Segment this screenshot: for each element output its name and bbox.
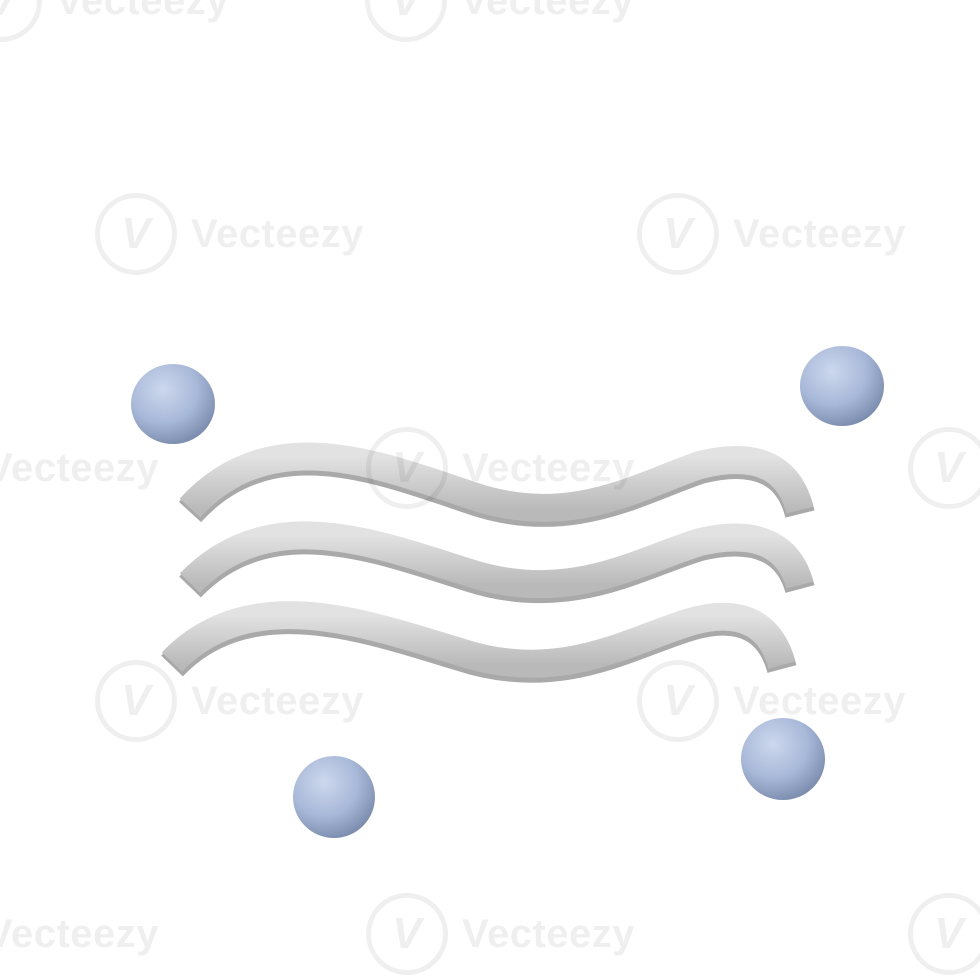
droplet-bottom-left: [293, 756, 375, 838]
wave-top: [178, 442, 815, 527]
droplet-top-right: [800, 346, 884, 426]
droplet-bottom-right: [741, 718, 825, 800]
droplet-top-left: [131, 364, 215, 444]
wave-bottom: [161, 601, 797, 683]
wave-middle: [179, 521, 815, 604]
